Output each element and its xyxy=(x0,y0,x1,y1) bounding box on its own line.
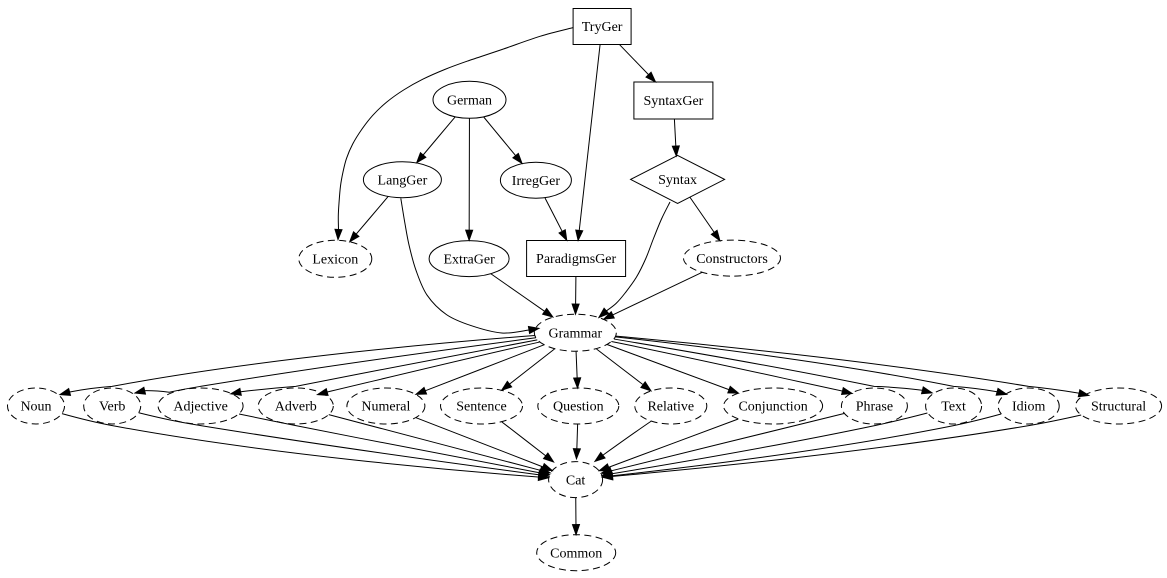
svg-text:Relative: Relative xyxy=(647,400,694,415)
svg-text:Verb: Verb xyxy=(99,400,125,415)
svg-text:Phrase: Phrase xyxy=(856,400,893,415)
svg-text:ExtraGer: ExtraGer xyxy=(443,252,495,267)
svg-text:SyntaxGer: SyntaxGer xyxy=(643,94,703,109)
svg-text:Numeral: Numeral xyxy=(361,400,410,415)
svg-text:Question: Question xyxy=(553,400,604,415)
svg-text:Lexicon: Lexicon xyxy=(312,253,358,268)
svg-text:Common: Common xyxy=(550,546,602,561)
svg-text:German: German xyxy=(447,94,492,109)
svg-text:Cat: Cat xyxy=(566,473,586,488)
svg-text:Structural: Structural xyxy=(1091,400,1146,415)
svg-text:Constructors: Constructors xyxy=(696,252,768,267)
svg-text:Syntax: Syntax xyxy=(658,173,697,188)
svg-text:Noun: Noun xyxy=(20,400,51,415)
svg-text:Sentence: Sentence xyxy=(456,400,507,415)
svg-text:TryGer: TryGer xyxy=(582,20,623,35)
svg-text:Text: Text xyxy=(941,400,966,415)
svg-text:IrregGer: IrregGer xyxy=(512,174,561,189)
svg-text:Grammar: Grammar xyxy=(548,326,602,341)
svg-text:ParadigmsGer: ParadigmsGer xyxy=(536,252,616,267)
svg-text:Adverb: Adverb xyxy=(275,400,317,415)
svg-text:LangGer: LangGer xyxy=(378,173,428,188)
svg-text:Idiom: Idiom xyxy=(1012,400,1046,415)
svg-text:Conjunction: Conjunction xyxy=(738,400,807,415)
svg-text:Adjective: Adjective xyxy=(173,400,227,415)
